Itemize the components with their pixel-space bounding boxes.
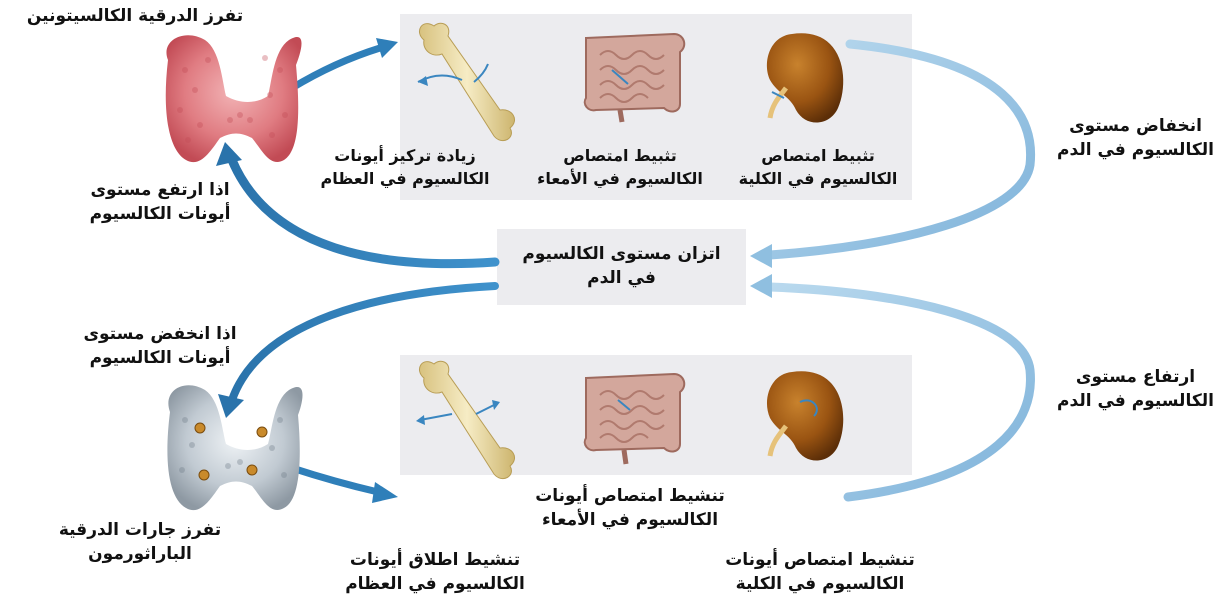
arrowhead <box>216 142 242 166</box>
bone-icon-top <box>418 23 515 140</box>
parathormone-label: تفرز جارات الدرقية الباراثورمون <box>40 518 240 566</box>
top-effect-intestine: تثبيط امتصاص الكالسيوم في الأمعاء <box>520 144 720 190</box>
bottom-effect-bones: تنشيط اطلاق أيونات الكالسيوم في العظام <box>320 548 550 596</box>
calcium-low-trigger: اذا انخفض مستوى أيونات الكالسيوم <box>60 322 260 370</box>
bottom-effect-intestine: تنشيط امتصاص أيونات الكالسيوم في الأمعاء <box>505 484 755 532</box>
kidney-icon-bottom <box>767 371 843 460</box>
arrow-balance-to-bottom-gland <box>232 286 495 400</box>
calcium-high-trigger: اذا ارتفع مستوى أيونات الكالسيوم <box>60 178 260 226</box>
arrow-gland-to-top-panel <box>292 48 380 88</box>
thyroid-calcitonin-icon <box>166 35 302 162</box>
intestine-icon-top <box>585 34 685 122</box>
top-effect-kidney: تثبيط امتصاص الكالسيوم في الكلية <box>718 144 918 190</box>
arrowhead <box>750 244 772 268</box>
calcium-increase-result: ارتفاع مستوى الكالسيوم في الدم <box>1040 365 1231 413</box>
intestine-icon-bottom <box>585 374 685 464</box>
bottom-effect-kidney: تنشيط امتصاص أيونات الكالسيوم في الكلية <box>700 548 940 596</box>
arrow-gland-to-bottom-panel <box>292 468 378 492</box>
arrowhead <box>376 38 398 58</box>
calcitonin-label: تفرز الدرقية الكالسيتونين <box>0 4 270 28</box>
kidney-icon-top <box>767 33 843 122</box>
top-effect-bones: زيادة تركيز أيونات الكالسيوم في العظام <box>305 144 505 190</box>
bone-icon-bottom <box>416 361 515 478</box>
calcium-decrease-result: انخفاض مستوى الكالسيوم في الدم <box>1040 114 1231 162</box>
arrowhead <box>372 482 398 503</box>
arrowhead <box>218 394 244 418</box>
arrowhead <box>750 274 772 298</box>
calcium-balance-label: اتزان مستوى الكالسيوم في الدم <box>497 242 746 290</box>
